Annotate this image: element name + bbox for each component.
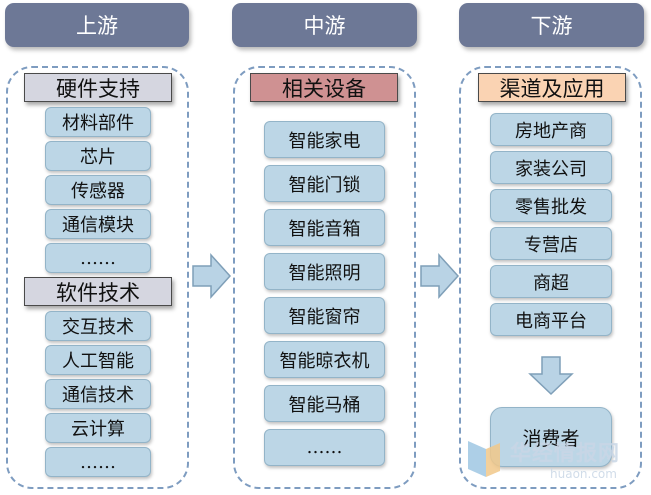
watermark-text: 华经情报网: [510, 441, 620, 465]
list-item: 材料部件: [45, 107, 151, 137]
list-item: 交互技术: [45, 311, 151, 341]
list-item: 智能家电: [264, 121, 385, 158]
list-item: 家装公司: [490, 151, 612, 184]
list-item: ……: [45, 243, 151, 273]
list-item: ……: [264, 429, 385, 466]
list-item: 通信模块: [45, 209, 151, 239]
list-item: 商超: [490, 265, 612, 298]
list-item: 人工智能: [45, 345, 151, 375]
downstream-header: 下游: [459, 3, 644, 47]
midstream-header: 中游: [232, 3, 417, 47]
list-item: 智能马桶: [264, 385, 385, 422]
huaon-logo-icon: [468, 441, 500, 477]
list-item: 云计算: [45, 413, 151, 443]
hardware-support-title: 硬件支持: [24, 73, 172, 102]
list-item: 芯片: [45, 141, 151, 171]
software-tech-title: 软件技术: [24, 277, 172, 306]
list-item: 房地产商: [490, 113, 612, 146]
list-item: 电商平台: [490, 303, 612, 336]
channels-applications-title: 渠道及应用: [478, 73, 626, 102]
watermark-url: huaon.com: [550, 467, 617, 481]
list-item: 传感器: [45, 175, 151, 205]
list-item: 零售批发: [490, 189, 612, 222]
list-item: 智能门锁: [264, 165, 385, 202]
list-item: 智能窗帘: [264, 297, 385, 334]
consumer-box: 消费者: [490, 407, 612, 467]
list-item: 智能照明: [264, 253, 385, 290]
right-arrow-icon: [192, 253, 232, 299]
list-item: 智能晾衣机: [264, 341, 385, 378]
watermark: 华经情报网 huaon.com: [466, 428, 648, 490]
down-arrow-icon: [528, 356, 574, 396]
related-devices-title: 相关设备: [250, 73, 398, 102]
list-item: 通信技术: [45, 379, 151, 409]
upstream-header: 上游: [5, 3, 189, 47]
list-item: 专营店: [490, 227, 612, 260]
list-item: ……: [45, 447, 151, 477]
list-item: 智能音箱: [264, 209, 385, 246]
right-arrow-icon: [420, 253, 460, 299]
